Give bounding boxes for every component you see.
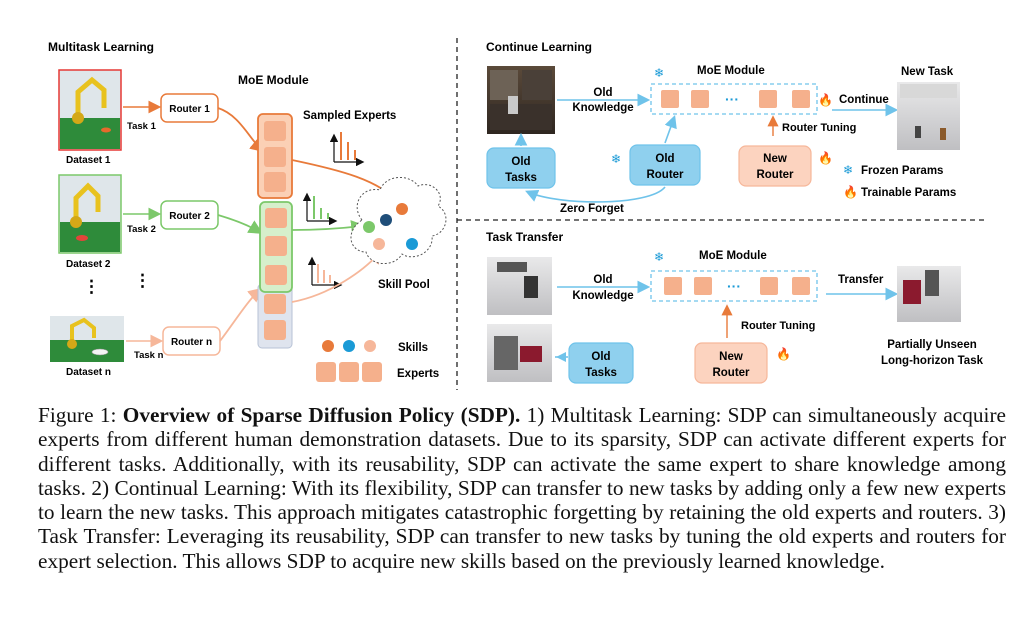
ellipsis-transfer: ··· [727, 278, 741, 294]
new-router-text-2: Router [756, 169, 794, 181]
skill-pool-cloud [350, 177, 447, 264]
dataset-n-label: Dataset n [66, 367, 111, 378]
multitask-panel: Multitask Learning MoE Module Dataset 1 … [48, 40, 447, 382]
figure-caption: Figure 1: Overview of Sparse Diffusion P… [38, 403, 1006, 573]
continual-title: Continue Learning [486, 40, 592, 54]
new-router-box-transfer [694, 342, 768, 384]
ellipsis-middle: ⋮ [134, 271, 151, 290]
dataset-2-label: Dataset 2 [66, 259, 111, 270]
sampled-experts-label: Sampled Experts [303, 110, 396, 122]
router-tuning-continual: Router Tuning [782, 122, 856, 134]
new-task-image [897, 82, 960, 150]
router-n-label: Router n [171, 337, 212, 348]
old-tasks-text-1: Old [511, 156, 530, 168]
caption-bold-title: Overview of Sparse Diffusion Policy (SDP… [122, 403, 521, 427]
fire-icon-router: 🔥 [818, 151, 833, 165]
new-router-text-1: New [763, 153, 787, 165]
old-knowledge-t-1: Old [593, 274, 612, 286]
fire-icon-moe: 🔥 [818, 93, 833, 107]
snowflake-icon-moe: ❄ [654, 66, 664, 80]
fire-icon-legend: 🔥 [843, 185, 858, 199]
router-2-label: Router 2 [169, 211, 210, 222]
task-2-label: Task 2 [127, 224, 156, 235]
task-1-label: Task 1 [127, 121, 157, 132]
new-task-label: New Task [901, 66, 954, 78]
moe-module-label: MoE Module [238, 73, 309, 87]
skills-legend-label: Skills [398, 342, 428, 354]
snowflake-icon-transfer: ❄ [654, 250, 664, 264]
experts-legend-label: Experts [397, 368, 439, 380]
trainable-params-label: Trainable Params [861, 187, 956, 199]
old-tasks-image [487, 66, 555, 134]
old-tasks-t-text-1: Old [591, 351, 610, 363]
old-router-text-1: Old [655, 153, 674, 165]
moe-module-label-continual: MoE Module [697, 65, 765, 77]
moe-column [257, 113, 293, 349]
result-label-2: Long-horizon Task [881, 355, 984, 367]
skill-pool-label: Skill Pool [378, 279, 430, 291]
router-tuning-transfer: Router Tuning [741, 320, 815, 332]
overview-figure: Multitask Learning MoE Module Dataset 1 … [48, 38, 985, 390]
new-router-t-text-2: Router [712, 367, 750, 379]
old-tasks-text-2: Tasks [505, 172, 537, 184]
experts-legend [316, 362, 382, 382]
old-knowledge-1: Old [593, 87, 612, 99]
sampled-bars-orange [329, 132, 365, 167]
ellipsis-continual: ··· [725, 91, 739, 107]
multitask-title: Multitask Learning [48, 40, 154, 54]
transfer-image-1 [487, 257, 552, 315]
snowflake-icon-legend: ❄ [843, 163, 853, 177]
sampled-bars-green [302, 192, 338, 226]
dataset-1-label: Dataset 1 [66, 155, 111, 166]
caption-prefix: Figure 1: [38, 403, 123, 427]
continue-label: Continue [839, 94, 889, 106]
ellipsis-left: ⋮ [83, 277, 100, 296]
old-tasks-t-text-2: Tasks [585, 367, 617, 379]
snowflake-icon-router: ❄ [611, 152, 621, 166]
moe-module-label-transfer: MoE Module [699, 250, 767, 262]
new-router-box [738, 145, 812, 187]
dataset-n-image [50, 316, 124, 362]
sampled-bars-peach [307, 256, 343, 290]
skills-legend [322, 340, 376, 352]
result-label-1: Partially Unseen [887, 339, 976, 351]
old-router-text-2: Router [646, 169, 684, 181]
old-knowledge-2: Knowledge [572, 102, 633, 114]
continual-panel: Continue Learning Old Knowledge ❄ MoE Mo… [486, 40, 960, 215]
dataset-1-image [58, 69, 122, 151]
old-router-box [629, 144, 701, 186]
new-router-t-text-1: New [719, 351, 743, 363]
frozen-params-label: Frozen Params [861, 165, 943, 177]
old-tasks-box-transfer [568, 342, 634, 384]
fire-icon-transfer: 🔥 [776, 347, 791, 361]
dataset-2-image [58, 174, 122, 254]
zero-forget-label: Zero Forget [560, 203, 624, 215]
old-knowledge-t-2: Knowledge [572, 290, 633, 302]
transfer-title: Task Transfer [486, 230, 563, 244]
transfer-result-image [897, 266, 961, 322]
transfer-label: Transfer [838, 274, 884, 286]
transfer-panel: Task Transfer Old Knowledge ❄ MoE Module… [486, 230, 984, 384]
caption-body: 1) Multitask Learning: SDP can simultane… [38, 403, 1006, 573]
old-tasks-box [486, 147, 556, 189]
router-1-label: Router 1 [169, 104, 210, 115]
task-n-label: Task n [134, 350, 164, 361]
transfer-image-2 [487, 324, 552, 382]
